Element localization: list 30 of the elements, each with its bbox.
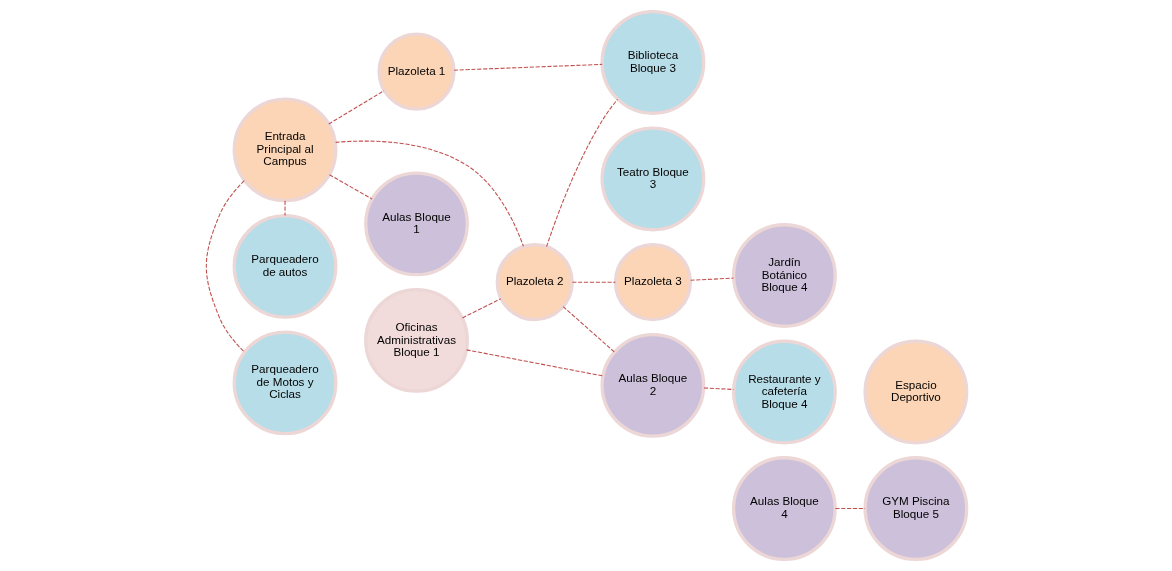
- connector: [334, 140, 524, 247]
- connector: [571, 281, 616, 283]
- node-circle: Plazoleta 3: [613, 243, 692, 322]
- connector: [284, 200, 286, 216]
- connector: [205, 180, 245, 353]
- node-circle: Parqueadero de autos: [232, 213, 337, 319]
- node-circle: Aulas Bloque 2: [599, 332, 705, 438]
- node-circle: Biblioteca Bloque 3: [599, 10, 705, 115]
- connector: [702, 387, 734, 390]
- node-circle: Aulas Bloque 1: [363, 171, 469, 277]
- node-circle: Espacio Deportivo: [862, 339, 968, 445]
- connector: [453, 63, 603, 71]
- connector: [327, 90, 385, 125]
- connector: [328, 174, 373, 200]
- node-circle: Aulas Bloque 4: [731, 456, 837, 561]
- node-circle: GYM Piscina Bloque 5: [862, 456, 968, 561]
- node-circle: Parqueadero de Motos y Ciclas: [232, 330, 337, 436]
- node-circle: Plazoleta 1: [376, 32, 456, 111]
- node-circle: Jardín Botánico Bloque 4: [731, 223, 837, 328]
- node-circle: Plazoleta 2: [495, 243, 574, 322]
- node-circle: Entrada Principal al Campus: [232, 97, 337, 203]
- connector: [465, 349, 603, 377]
- node-circle: Teatro Bloque 3: [599, 126, 705, 232]
- node-circle: Restaurante y cafetería Bloque 4: [731, 339, 837, 445]
- connector: [461, 298, 501, 319]
- connector: [834, 508, 866, 510]
- connector: [562, 306, 615, 353]
- connector: [689, 277, 734, 281]
- node-circle: Oficinas Administrativas Bloque 1: [363, 288, 469, 393]
- connector: [545, 98, 618, 248]
